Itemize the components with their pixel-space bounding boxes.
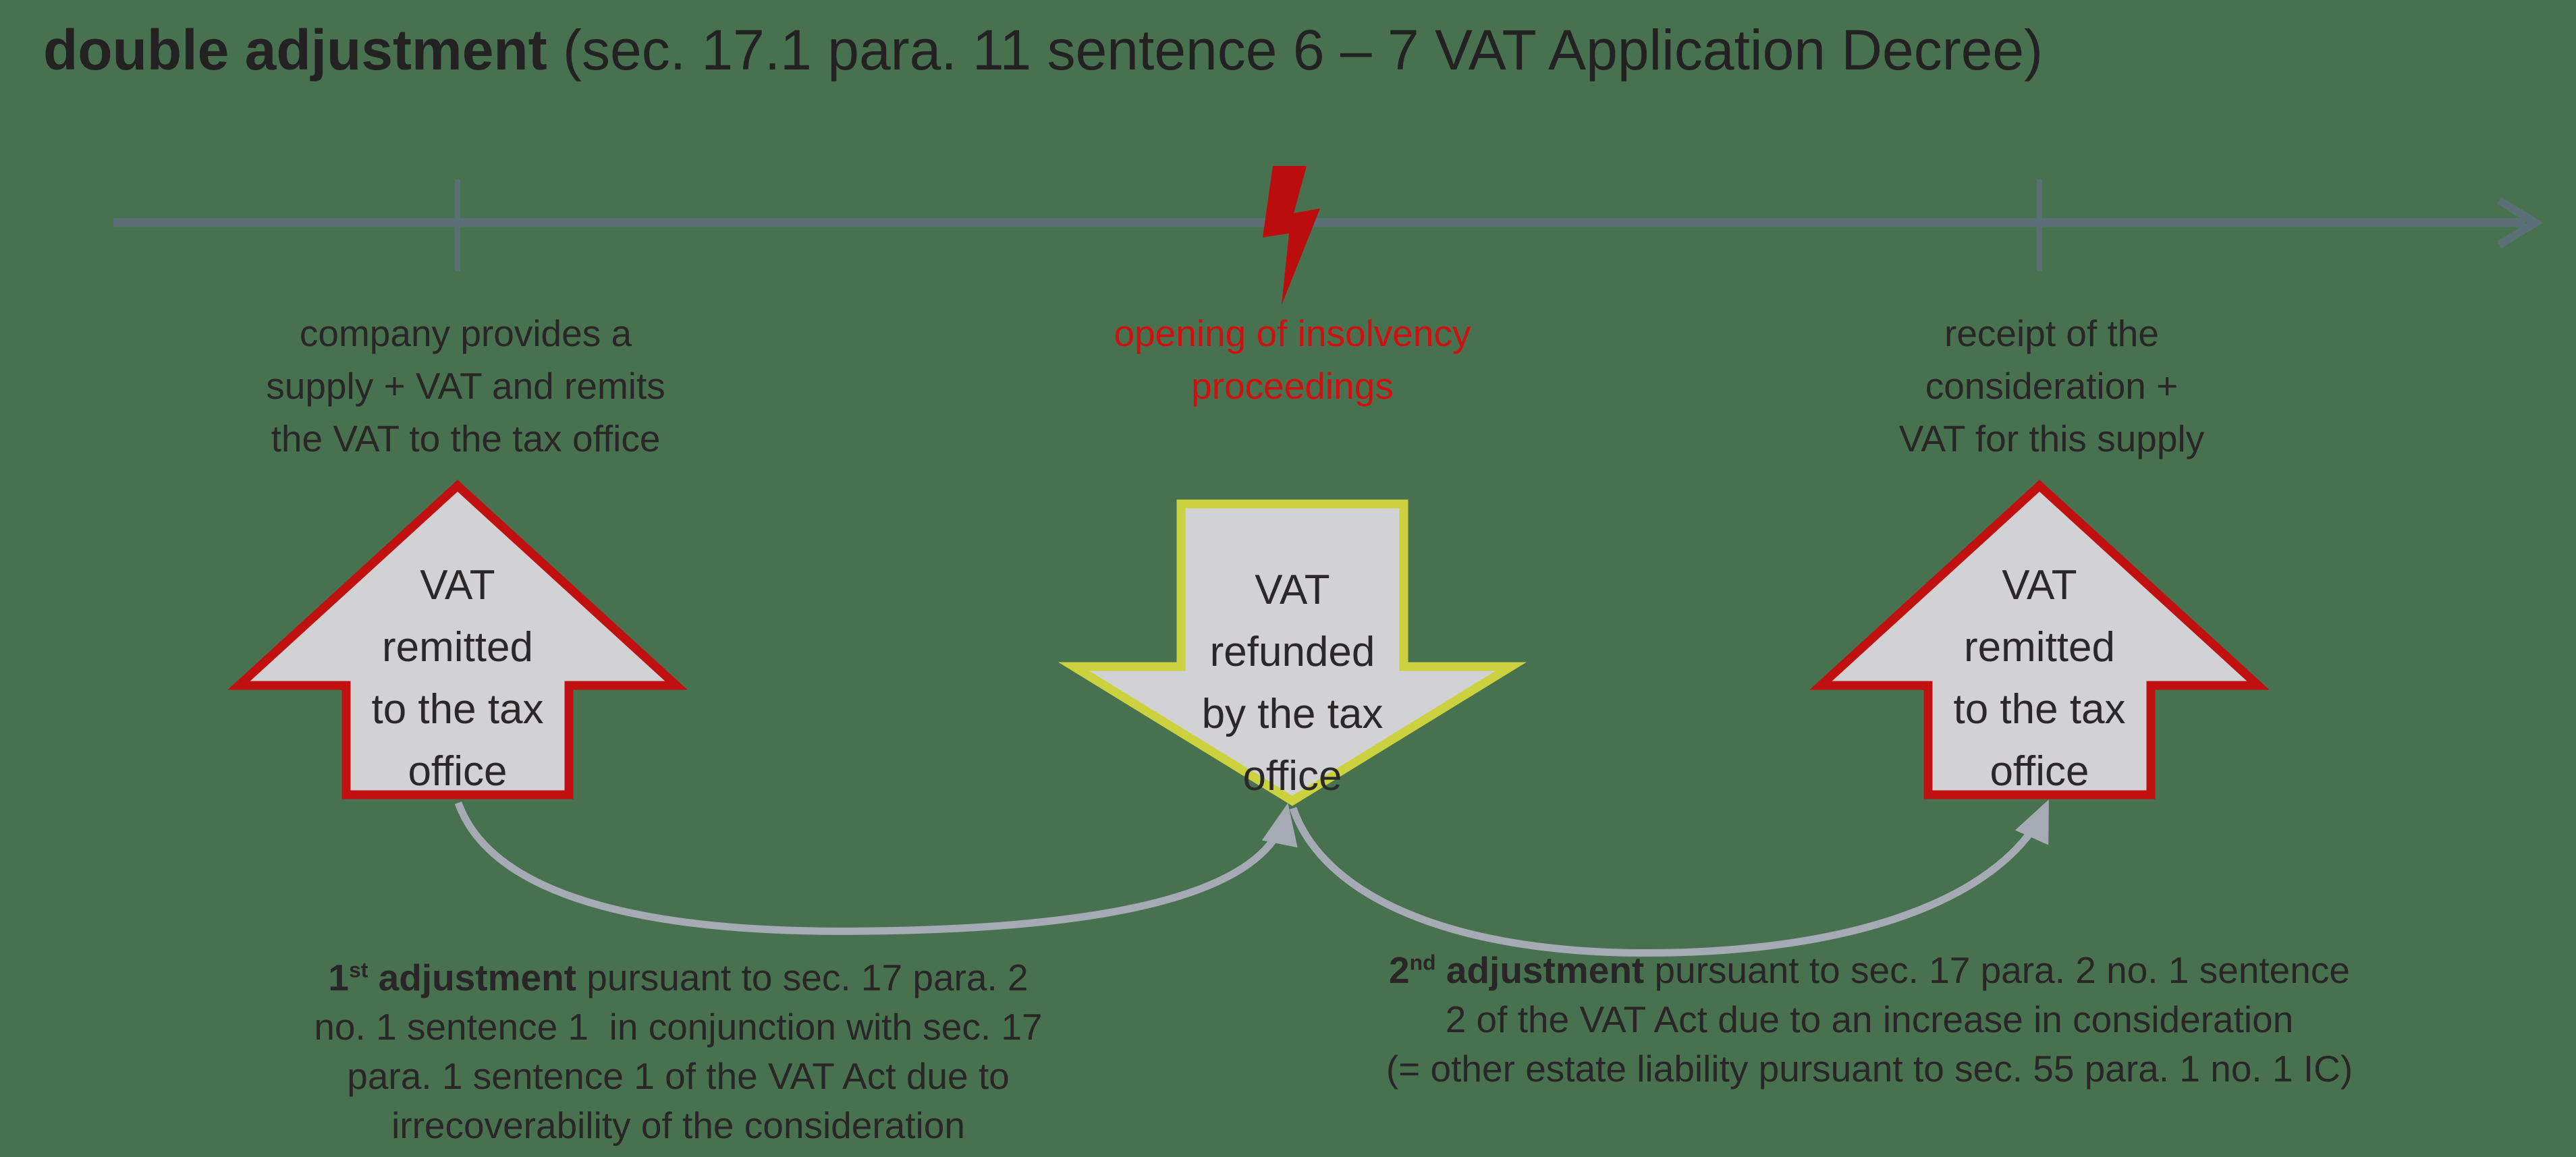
arrow-label-vat-refunded: VAT refunded by the tax office — [1201, 567, 1383, 799]
curved-arrow-2 — [1289, 799, 2050, 957]
event-label-insolvency: opening of insolvency proceedings — [1114, 312, 1471, 407]
adjustment-note-1: 1st adjustment pursuant to sec. 17 para.… — [236, 953, 1120, 1150]
adjustment-1-lead: adjustment — [368, 957, 576, 998]
timeline-arrowhead-icon — [2496, 196, 2544, 249]
up-arrow-shape-icon — [1809, 480, 2270, 799]
up-arrow-shape-icon — [227, 480, 688, 799]
adjustment-2-text: pursuant to sec. 17 para. 2 no. 1 senten… — [1386, 949, 2353, 1090]
arrow-label-vat-remitted-1: VAT remitted to the tax office — [371, 562, 544, 795]
arrow-label-vat-remitted-2: VAT remitted to the tax office — [1953, 562, 2126, 795]
adjustment-note-2: 2nd adjustment pursuant to sec. 17 para.… — [1309, 946, 2430, 1094]
adjustment-2-ordinal: nd — [1409, 950, 1436, 975]
block-arrow-vat-refunded: VAT refunded by the tax office — [1058, 499, 1527, 806]
page-title-rest: (sec. 17.1 para. 11 sentence 6 – 7 VAT A… — [547, 18, 2044, 82]
adjustment-2-number: 2 — [1389, 949, 1410, 991]
event-label-supply: company provides a supply + VAT and remi… — [266, 312, 665, 459]
block-arrow-vat-remitted-1: VAT remitted to the tax office — [227, 480, 688, 799]
page-title-bold: double adjustment — [43, 18, 547, 82]
block-arrow-vat-remitted-2: VAT remitted to the tax office — [1809, 480, 2270, 799]
adjustment-1-ordinal: st — [348, 957, 368, 982]
adjustment-2-lead: adjustment — [1435, 949, 1645, 991]
curved-arrow-1 — [454, 801, 1298, 935]
page-title: double adjustment (sec. 17.1 para. 11 se… — [43, 18, 2043, 83]
event-label-receipt: receipt of the consideration + VAT for t… — [1898, 312, 2205, 459]
adjustment-1-text: pursuant to sec. 17 para. 2 no. 1 senten… — [314, 957, 1043, 1146]
lightning-bolt-icon — [1263, 166, 1320, 305]
down-arrow-shape-icon — [1058, 499, 1527, 806]
adjustment-1-number: 1 — [328, 957, 349, 998]
